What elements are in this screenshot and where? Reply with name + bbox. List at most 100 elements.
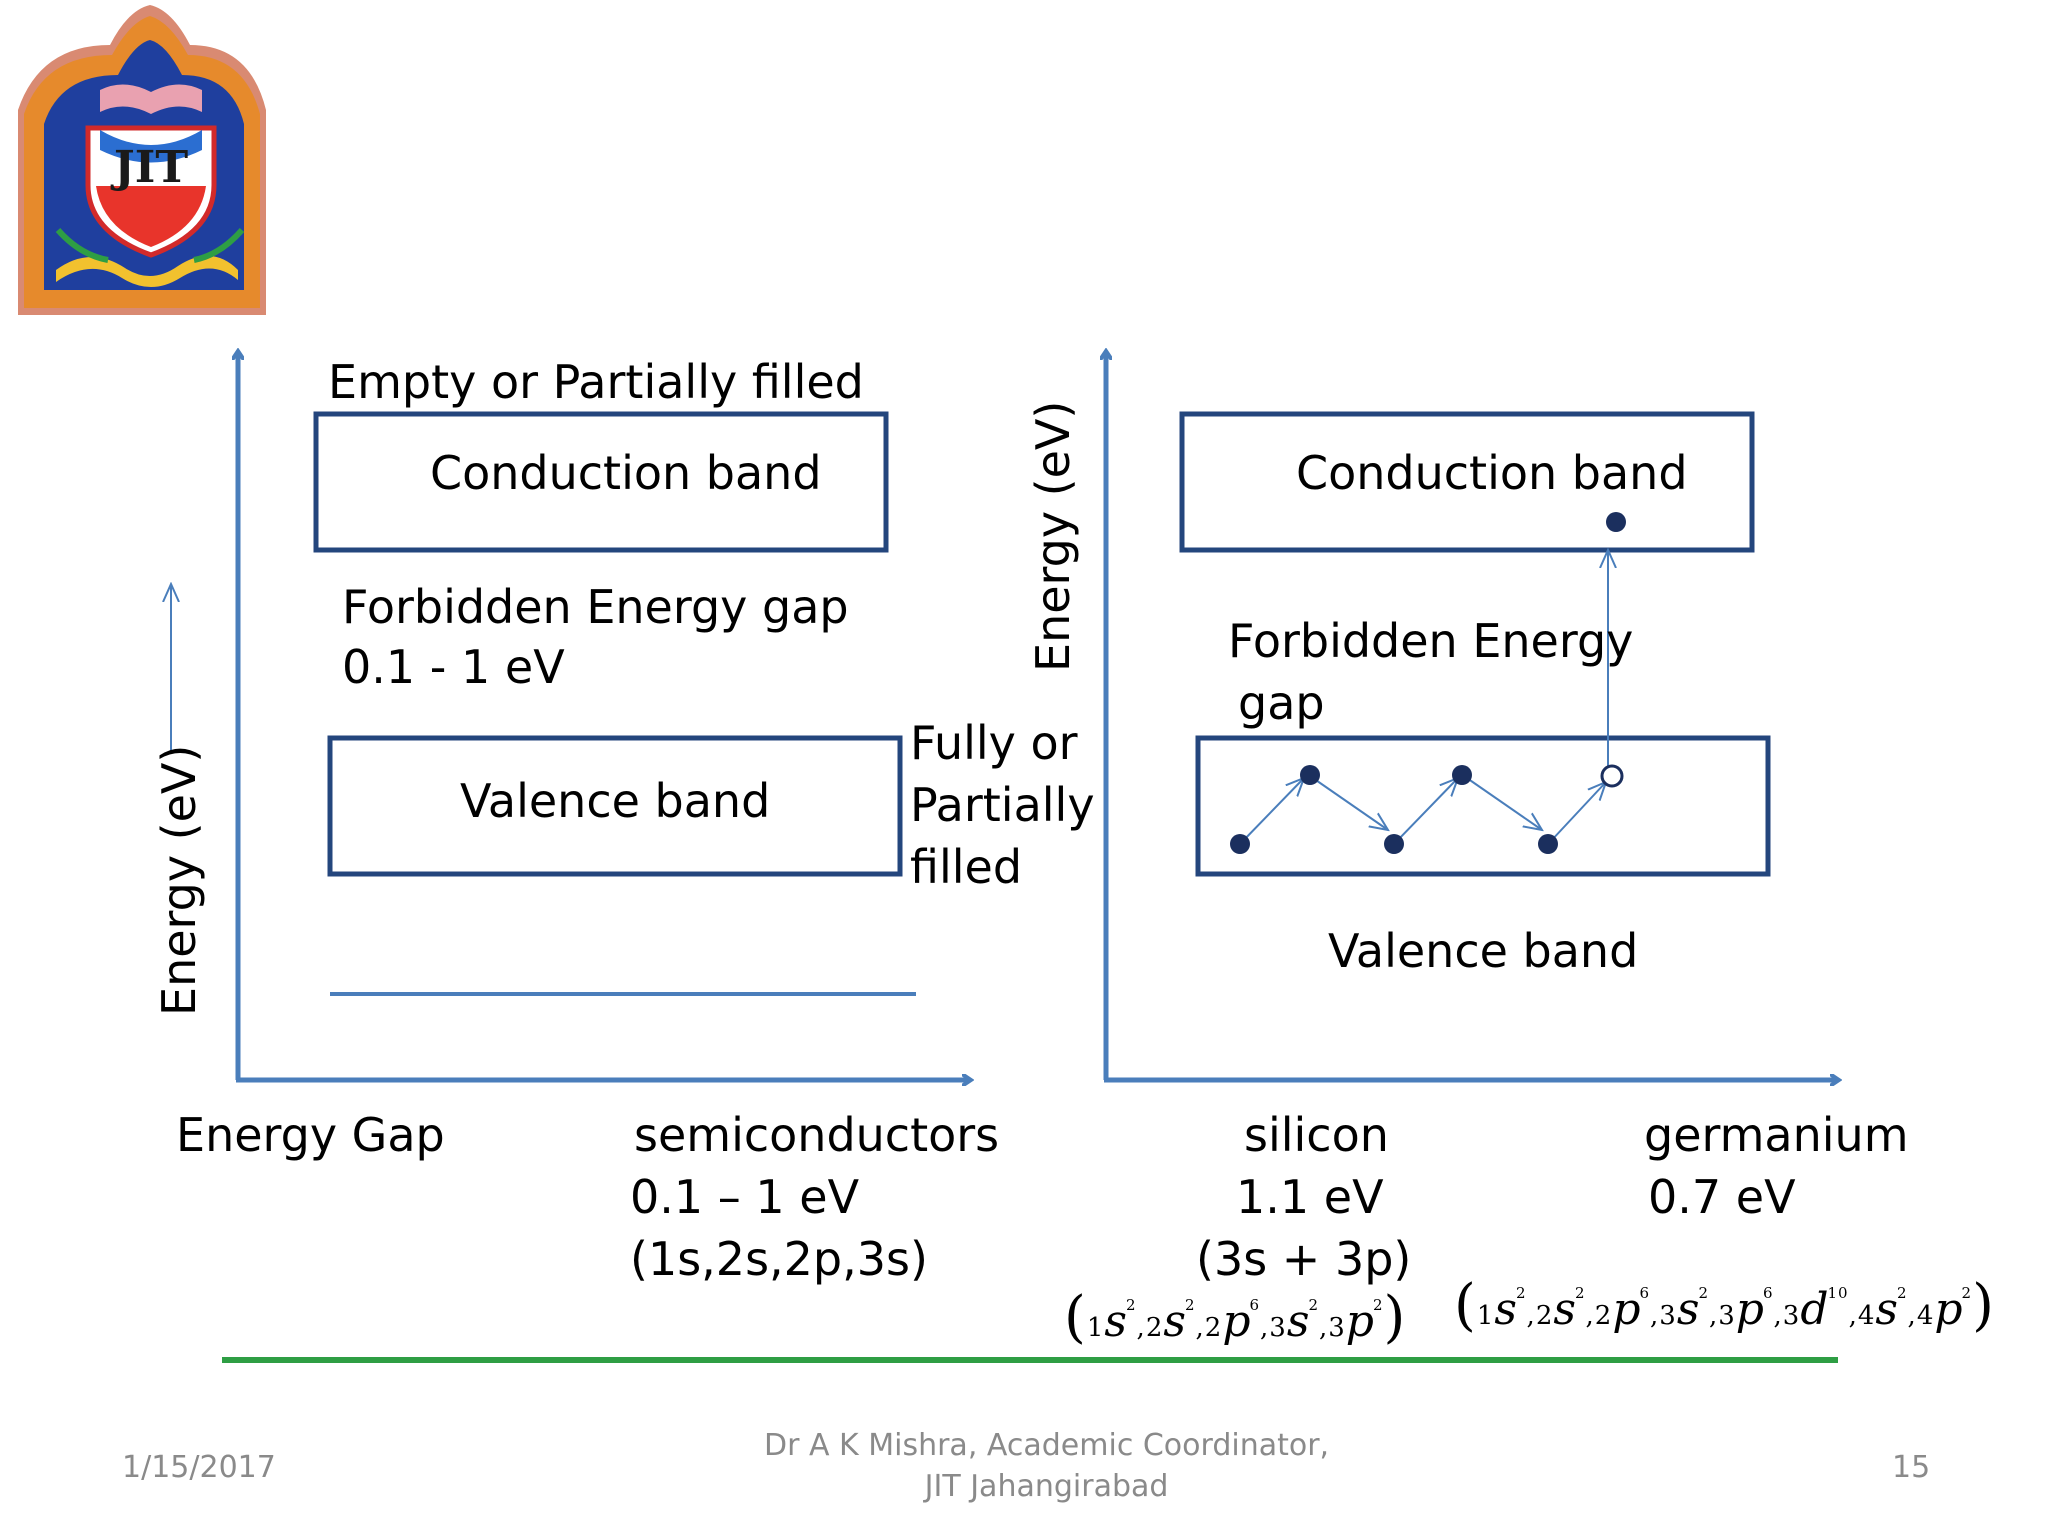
orbital-letter: s — [1494, 1284, 1518, 1335]
right-conduction-label: Conduction band — [1296, 446, 1688, 500]
term-separator: , — [1848, 1301, 1858, 1331]
electron-count: 6 — [1249, 1296, 1261, 1314]
footer-date: 1/15/2017 — [122, 1450, 276, 1485]
hop-arrow — [1549, 782, 1606, 843]
term-separator: , — [1773, 1301, 1783, 1331]
principal-number: 1 — [1086, 1313, 1105, 1343]
semiconductors-orbitals: (1s,2s,2p,3s) — [630, 1232, 928, 1286]
fill-caption-line2: Partially — [910, 778, 1095, 832]
logo-text: JIT — [110, 142, 188, 193]
principal-number: 2 — [1535, 1301, 1554, 1331]
term-separator: , — [1585, 1301, 1595, 1331]
principal-number: 1 — [1476, 1301, 1495, 1331]
electron-count: 2 — [1516, 1284, 1527, 1302]
orbital-letter: p — [1222, 1296, 1252, 1347]
orbital-term: 1s2 — [1087, 1296, 1137, 1347]
orbital-term: 2s2 — [1536, 1284, 1586, 1335]
term-separator: , — [1907, 1301, 1917, 1331]
hop-arrow — [1239, 778, 1304, 845]
germanium-value: 0.7 eV — [1648, 1170, 1796, 1224]
principal-number: 3 — [1718, 1301, 1736, 1331]
term-separator: , — [1526, 1301, 1536, 1331]
orbital-term: 3d10 — [1783, 1284, 1849, 1335]
excited-electron-dot — [1606, 512, 1626, 532]
fill-caption-line3: filled — [910, 840, 1023, 894]
electron-count: 2 — [1308, 1296, 1319, 1314]
orbital-term: 2p6 — [1205, 1296, 1260, 1347]
term-separator: , — [1195, 1313, 1205, 1343]
left-valence-band — [327, 735, 903, 877]
left-top-caption: Empty or Partially filled — [328, 355, 864, 409]
electron-dots — [1230, 512, 1626, 854]
semiconductors-label: semiconductors — [634, 1108, 1000, 1162]
footer-author: Dr A K Mishra, Academic Coordinator, JIT… — [764, 1426, 1329, 1507]
semiconductors-value: 0.1 – 1 eV — [630, 1170, 860, 1224]
orbital-letter: d — [1800, 1284, 1830, 1335]
hop-arrow — [1463, 775, 1542, 830]
electron-count: 6 — [1762, 1284, 1774, 1302]
orbital-term: 3p2 — [1328, 1296, 1383, 1347]
orbital-letter: s — [1676, 1284, 1701, 1335]
electron-count: 6 — [1639, 1284, 1651, 1302]
silicon-value: 1.1 eV — [1236, 1170, 1384, 1224]
electron-dot — [1230, 834, 1250, 854]
college-crest-icon: JIT — [18, 5, 266, 315]
principal-number: 3 — [1782, 1301, 1801, 1331]
orbital-term: 3p6 — [1718, 1284, 1773, 1335]
left-y-axis-label: Energy (eV) — [152, 744, 206, 1016]
electron-dot — [1300, 765, 1320, 785]
left-gap-value: 0.1 - 1 eV — [342, 640, 565, 694]
orbital-letter: p — [1735, 1284, 1765, 1335]
electron-dot — [1538, 834, 1558, 854]
silicon-configuration: (1s2,2s2,2p6,3s2,3p2) — [1064, 1285, 1407, 1350]
principal-number: 4 — [1857, 1301, 1876, 1331]
term-separator: , — [1318, 1313, 1329, 1343]
principal-number: 2 — [1594, 1301, 1613, 1331]
left-valence-label: Valence band — [460, 774, 771, 828]
term-separator: , — [1136, 1313, 1146, 1343]
energy-gap-label: Energy Gap — [176, 1108, 445, 1162]
orbital-term: 4s2 — [1858, 1284, 1908, 1335]
orbital-term: 2p6 — [1595, 1284, 1650, 1335]
electron-count: 2 — [1126, 1296, 1137, 1314]
orbital-term: 2s2 — [1146, 1296, 1196, 1347]
fill-caption-line1: Fully or — [910, 716, 1078, 770]
orbital-letter: p — [1345, 1296, 1375, 1347]
footer-page-number: 15 — [1892, 1450, 1931, 1485]
term-separator: , — [1650, 1301, 1660, 1331]
silicon-label: silicon — [1244, 1108, 1389, 1162]
footer-author-line2: JIT Jahangirabad — [924, 1468, 1169, 1504]
hop-arrow — [1395, 778, 1458, 843]
orbital-letter: s — [1163, 1296, 1187, 1347]
term-separator: , — [1260, 1313, 1270, 1343]
electron-count: 2 — [1574, 1284, 1586, 1302]
electron-count: 2 — [1372, 1296, 1384, 1314]
orbital-term: 3s2 — [1269, 1296, 1319, 1347]
right-conduction-band — [1179, 411, 1755, 553]
orbital-letter: s — [1286, 1296, 1311, 1347]
germanium-configuration: (1s2,2s2,2p6,3s2,3p6,3d10,4s2,4p2) — [1454, 1273, 1995, 1338]
principal-number: 2 — [1204, 1313, 1223, 1343]
electron-path — [1239, 550, 1608, 845]
left-conduction-label: Conduction band — [430, 446, 822, 500]
right-y-axis-label: Energy (eV) — [1026, 400, 1080, 672]
right-gap-label: Forbidden Energy — [1228, 614, 1634, 668]
orbital-letter: s — [1553, 1284, 1577, 1335]
electron-count: 2 — [1698, 1284, 1709, 1302]
orbital-term: 3s2 — [1659, 1284, 1709, 1335]
principal-number: 3 — [1269, 1313, 1287, 1343]
electron-count: 2 — [1961, 1284, 1973, 1302]
orbital-term: 4p2 — [1917, 1284, 1972, 1335]
germanium-label: germanium — [1644, 1108, 1909, 1162]
electron-count: 10 — [1827, 1284, 1849, 1302]
left-conduction-band — [313, 411, 889, 553]
electron-dot — [1452, 765, 1472, 785]
orbital-letter: p — [1612, 1284, 1642, 1335]
principal-number: 2 — [1145, 1313, 1164, 1343]
orbital-letter: s — [1104, 1296, 1128, 1347]
footer-author-line1: Dr A K Mishra, Academic Coordinator, — [764, 1428, 1330, 1463]
silicon-orbitals: (3s + 3p) — [1196, 1232, 1412, 1286]
principal-number: 4 — [1916, 1301, 1935, 1331]
orbital-letter: s — [1875, 1284, 1899, 1335]
